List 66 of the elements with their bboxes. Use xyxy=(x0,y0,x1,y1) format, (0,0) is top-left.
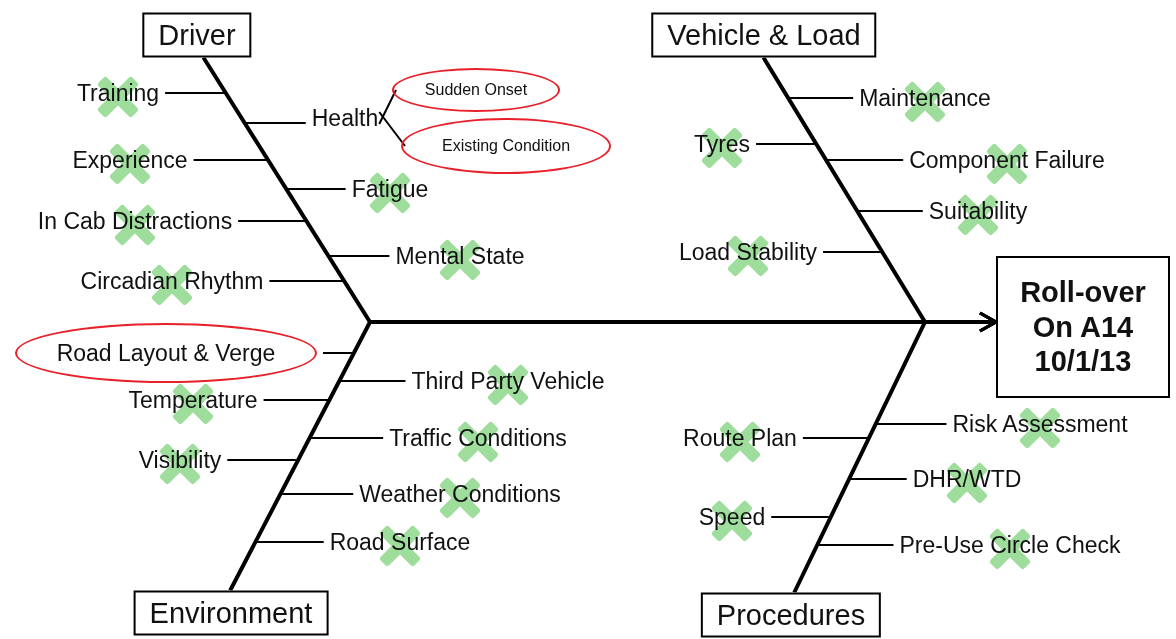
category-box xyxy=(133,590,329,636)
cause-label: Traffic Conditions xyxy=(389,424,567,452)
branch-line xyxy=(822,251,884,253)
branch-line xyxy=(279,493,355,495)
branch-line xyxy=(226,459,300,461)
cause-label: Pre-Use Circle Check xyxy=(899,531,1121,559)
branch-line xyxy=(378,111,406,147)
highlight-ellipse xyxy=(392,68,560,112)
cause-label: Route Plan xyxy=(683,424,797,452)
cause-label: Visibility xyxy=(138,446,222,474)
cause-label: Health xyxy=(311,104,379,132)
cause-label: Temperature xyxy=(128,386,258,414)
highlight-ellipse xyxy=(401,118,611,174)
cause-label: Third Party Vehicle xyxy=(411,367,605,395)
branch-line xyxy=(378,89,397,125)
branch-line xyxy=(285,188,347,190)
cause-label: In Cab Distractions xyxy=(37,207,233,235)
cause-label: Load Stability xyxy=(678,238,818,266)
branch-line xyxy=(254,541,325,543)
category-label: Driver xyxy=(158,18,236,51)
cause-label: Component Failure xyxy=(909,146,1105,174)
effect-label: Roll-over On A14 10/1/13 xyxy=(1019,274,1147,380)
cause-label: Mental State xyxy=(395,242,525,270)
category-box xyxy=(651,12,877,58)
branch-line xyxy=(755,143,818,145)
category-label: Vehicle & Load xyxy=(667,18,861,51)
cause-label: Road Surface xyxy=(329,528,471,556)
branch-line xyxy=(262,399,331,401)
highlight-ellipse xyxy=(15,323,317,383)
branch-line xyxy=(322,352,355,354)
cause-label: Sudden Onset xyxy=(424,81,528,99)
branch-line xyxy=(164,92,227,94)
branch-line xyxy=(787,97,855,99)
category-label: Environment xyxy=(149,596,313,629)
branch-line xyxy=(243,122,307,124)
cause-label: DHR/WTD xyxy=(912,465,1022,493)
cause-label: Weather Conditions xyxy=(359,480,561,508)
branch-line xyxy=(237,220,308,222)
branch-line xyxy=(268,280,346,282)
fishbone-arrow xyxy=(792,311,998,594)
branch-line xyxy=(770,516,832,518)
category-label: Procedures xyxy=(716,598,866,631)
category-box xyxy=(142,12,252,58)
cause-label: Maintenance xyxy=(859,84,991,112)
branch-line xyxy=(308,437,385,439)
cause-label: Speed xyxy=(698,503,766,531)
branch-line xyxy=(192,159,269,161)
branch-line xyxy=(327,255,391,257)
branch-line xyxy=(856,210,924,212)
category-box xyxy=(700,592,882,638)
branch-line xyxy=(848,478,908,480)
effect-box xyxy=(996,256,1170,398)
cause-label: Circadian Rhythm xyxy=(80,267,264,295)
cause-label: Training xyxy=(76,79,160,107)
cause-label: Fatigue xyxy=(351,175,429,203)
cause-label: Road Layout & Verge xyxy=(56,339,276,367)
cause-label: Suitability xyxy=(928,197,1028,225)
branch-line xyxy=(801,437,870,439)
branch-line xyxy=(874,423,948,425)
cause-label: Experience xyxy=(72,146,188,174)
cause-label: Tyres xyxy=(693,130,751,158)
branch-line xyxy=(816,544,895,546)
cause-label: Existing Condition xyxy=(441,137,571,155)
branch-line xyxy=(338,380,407,382)
branch-line xyxy=(825,159,905,161)
cause-label: Risk Assessment xyxy=(952,410,1128,438)
